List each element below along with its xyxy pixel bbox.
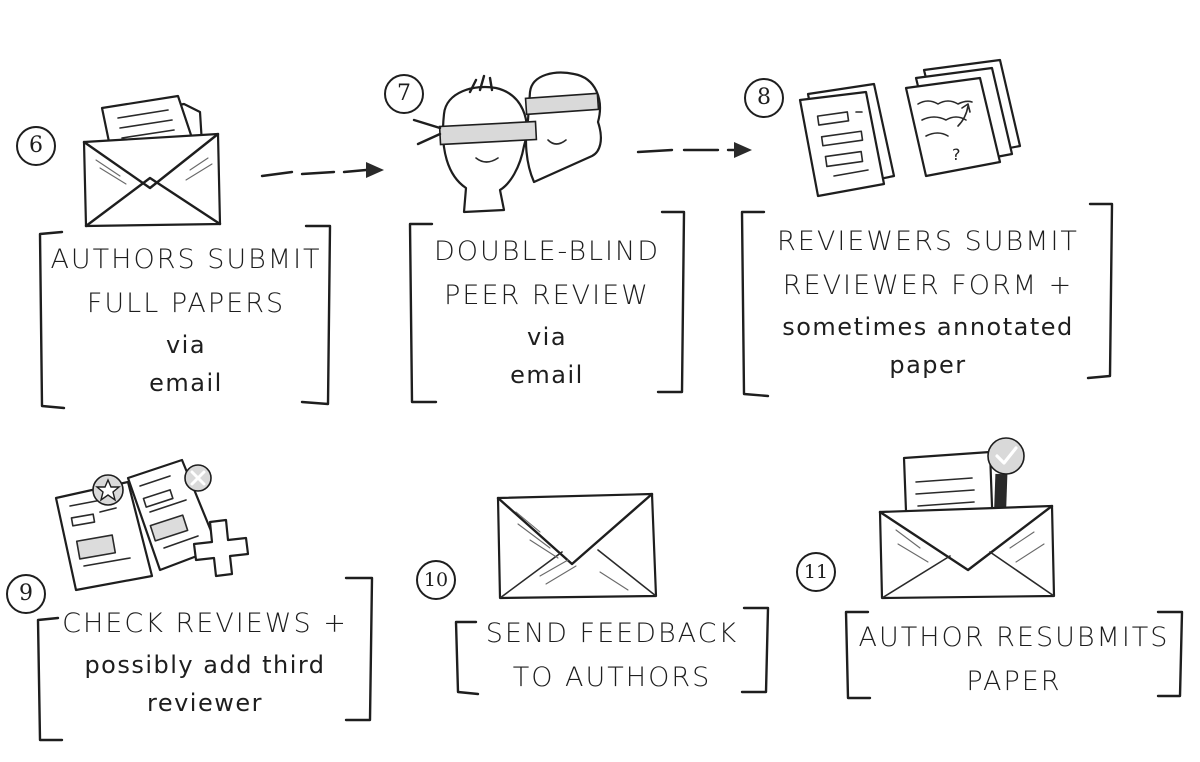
- step-6-via: via: [165, 331, 207, 359]
- step-7-line2: peer review: [444, 280, 650, 311]
- step-number-9: 9: [6, 574, 46, 614]
- step-10-line1: Send feedback: [485, 618, 739, 649]
- step-11-label: Author resubmits paper: [848, 616, 1180, 704]
- step-10-line2: to authors: [512, 662, 712, 693]
- step-9-line1: Check reviews +: [62, 608, 348, 639]
- step-6-label: Authors submit full papers via email: [46, 238, 326, 402]
- step-9-reviewer: reviewer: [146, 689, 263, 717]
- step-8-line1: Reviewers submit: [777, 226, 1079, 257]
- arrow-6-7: [260, 162, 384, 178]
- blindfolded-reviewers-icon: [412, 71, 602, 214]
- step-number-7: 7: [384, 74, 424, 114]
- arrow-7-8: [636, 142, 752, 158]
- step-8-label: Reviewers submit reviewer form + sometim…: [748, 220, 1108, 384]
- step-number-8: 8: [744, 78, 784, 118]
- step-number-10: 10: [416, 560, 456, 600]
- step-number-6: 6: [16, 126, 56, 166]
- step-9-possibly: possibly add third: [84, 651, 326, 679]
- step-7-label: Double-blind peer review via email: [412, 230, 682, 394]
- step-7-email: email: [510, 361, 584, 389]
- step-11-line1: Author resubmits: [858, 622, 1170, 653]
- envelope-with-papers-icon: [82, 94, 222, 228]
- step-6-email: email: [149, 369, 223, 397]
- envelope-with-approved-paper-icon: [878, 437, 1056, 600]
- step-6-line2: full papers: [86, 288, 286, 319]
- bracket-frames: [36, 202, 1184, 742]
- step-9-label: Check reviews + possibly add third revie…: [40, 602, 370, 722]
- step-number-11: 11: [796, 552, 836, 592]
- step-11-line2: paper: [966, 666, 1062, 697]
- review-forms-icon: ?: [798, 58, 1022, 198]
- step-7-via: via: [526, 323, 568, 351]
- step-8-sometimes: sometimes annotated: [782, 313, 1074, 341]
- svg-text:?: ?: [952, 145, 961, 164]
- step-8-paper: paper: [889, 351, 967, 379]
- step-6-line1: Authors submit: [50, 244, 322, 275]
- reviews-with-plus-icon: [54, 458, 250, 592]
- step-10-label: Send feedback to authors: [458, 612, 766, 700]
- closed-envelope-icon: [496, 492, 658, 600]
- step-8-line2: reviewer form +: [782, 270, 1074, 301]
- step-7-line1: Double-blind: [433, 236, 661, 267]
